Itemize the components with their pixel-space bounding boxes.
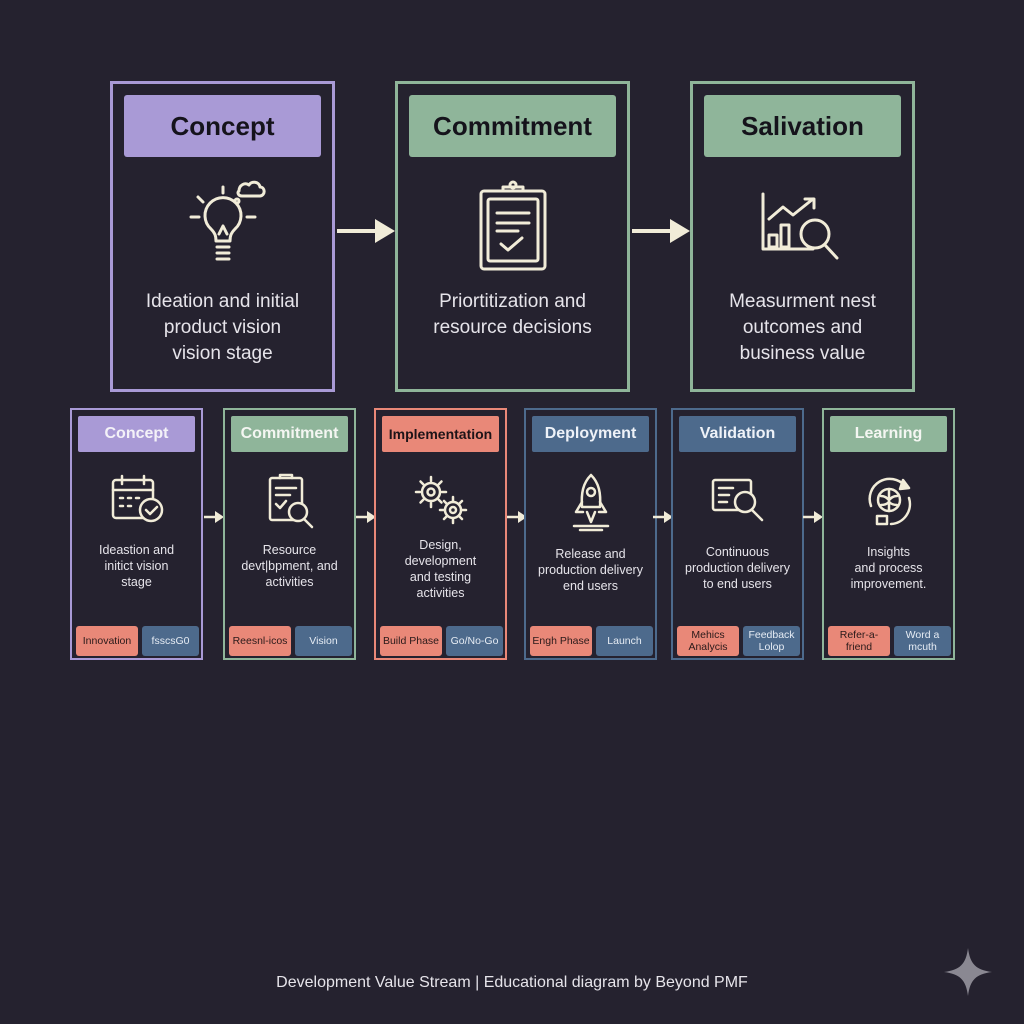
tag-primary: Reesnl-icos <box>229 626 291 656</box>
card-title: Concept <box>78 416 195 452</box>
sparkle-icon <box>944 948 992 996</box>
card-title: Learning <box>830 416 947 452</box>
clipboard-check-icon <box>479 180 546 271</box>
stage-title: Salivation <box>704 95 901 157</box>
stage-title: Commitment <box>409 95 616 157</box>
card-title: Implementation <box>382 416 499 452</box>
stage-concept: Concept Ideation and initial product vis… <box>110 81 335 392</box>
tag-secondary: fsscsG0 <box>142 626 199 656</box>
stage-description: Measurment nest outcomes and business va… <box>729 291 876 364</box>
stage-salivation: Salivation Measurment nest outcomes and … <box>690 81 915 392</box>
footer-caption: Development Value Stream | Educational d… <box>276 974 748 991</box>
arrow-right-icon <box>204 511 224 523</box>
lightbulb-icon <box>189 180 266 261</box>
stage-title: Concept <box>124 95 321 157</box>
arrow-right-icon <box>507 511 527 523</box>
tag-secondary: Vision <box>295 626 352 656</box>
chart-magnifier-icon <box>761 192 838 260</box>
arrow-right-icon <box>632 219 690 243</box>
card-title: Validation <box>679 416 796 452</box>
arrow-right-icon <box>356 511 376 523</box>
stage-description: Ideation and initial product vision visi… <box>145 291 300 364</box>
rocket-icon <box>572 473 609 532</box>
screen-magnifier-icon <box>711 478 763 522</box>
clipboard-search-icon <box>268 473 313 529</box>
stage-commitment: Commitment Priortitization and resource … <box>395 81 630 392</box>
tag-secondary: Launch <box>596 626 653 656</box>
tag-secondary: Feedback Lolop <box>743 626 800 656</box>
tag-primary: Innovation <box>76 626 138 656</box>
calendar-check-icon <box>111 474 163 523</box>
brain-cycle-icon <box>867 477 911 526</box>
tag-primary: Refer-a- friend <box>828 626 890 656</box>
tag-primary: Mehics Analycis <box>677 626 739 656</box>
arrow-right-icon <box>337 219 395 243</box>
tag-primary: Build Phase <box>380 626 442 656</box>
tag-primary: Engh Phase <box>530 626 592 656</box>
tag-secondary: Go/No-Go <box>446 626 503 656</box>
card-title: Commitment <box>231 416 348 452</box>
stage-description: Priortitization and resource decisions <box>433 291 592 338</box>
tag-secondary: Word a mcuth <box>894 626 951 656</box>
gears-icon <box>414 475 467 525</box>
arrow-right-icon <box>653 511 673 523</box>
arrow-right-icon <box>803 511 823 523</box>
card-title: Deployment <box>532 416 649 452</box>
